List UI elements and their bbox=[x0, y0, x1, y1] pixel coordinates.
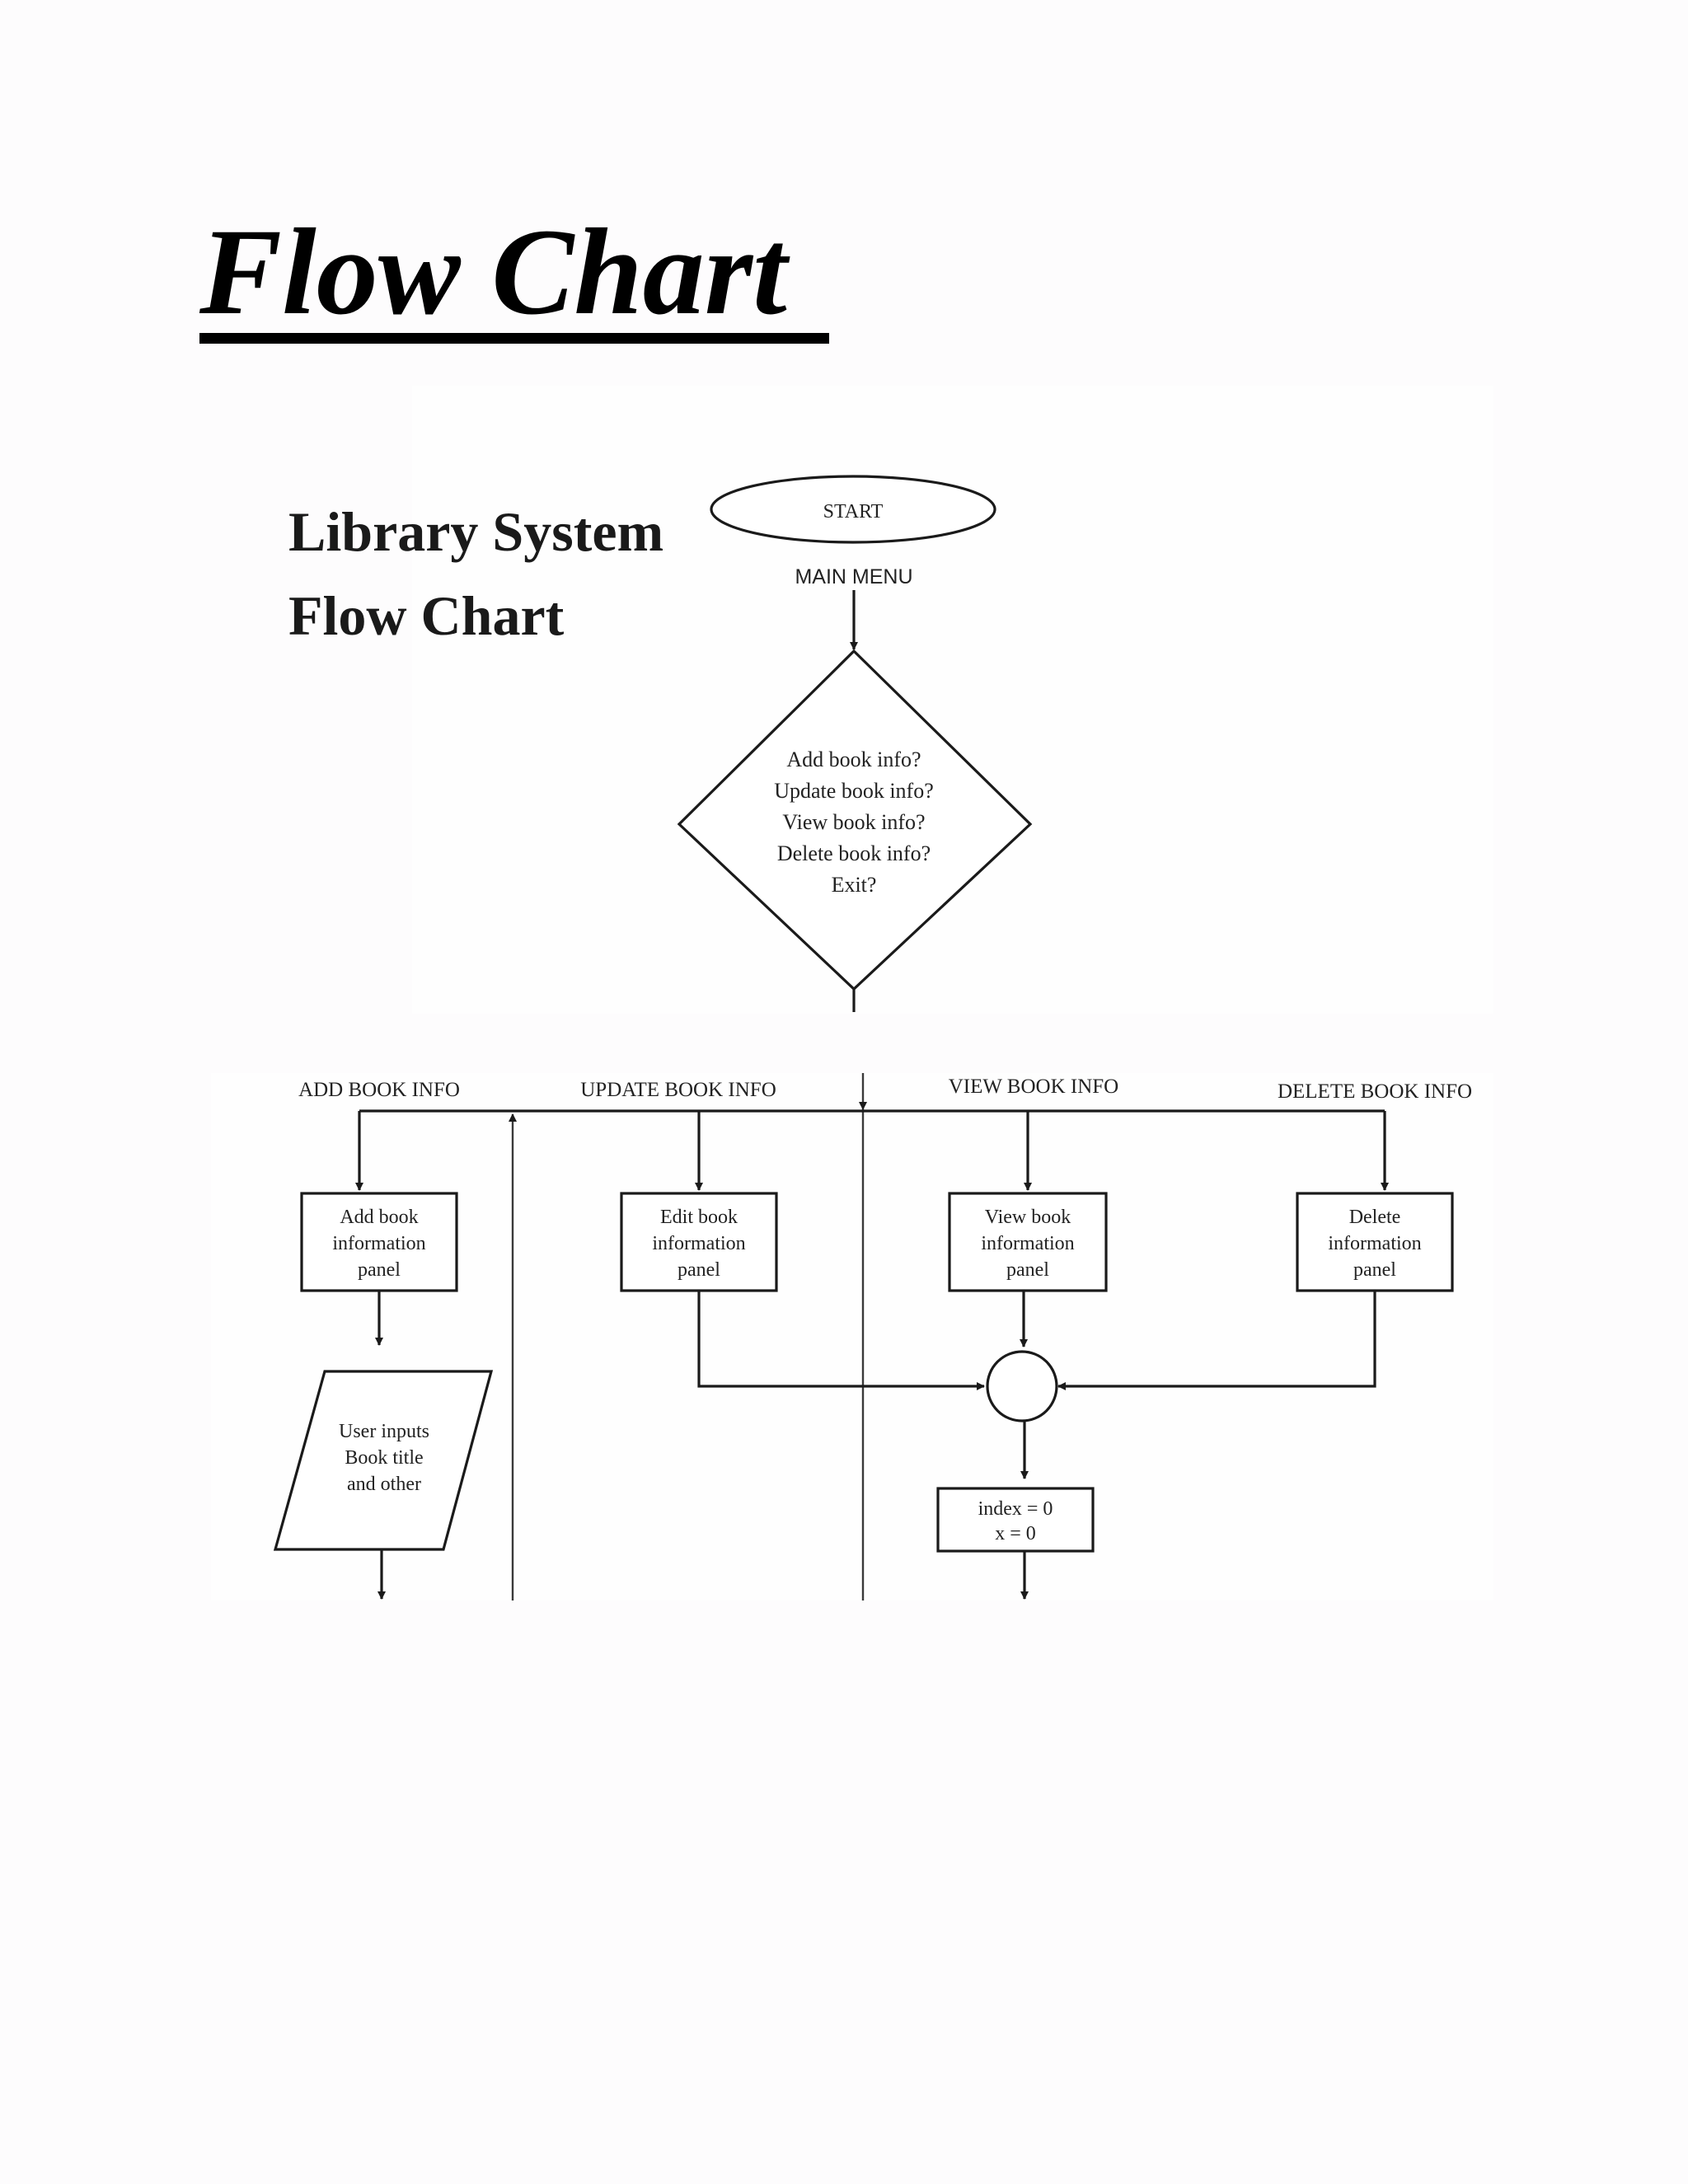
view-book-panel bbox=[948, 1192, 1108, 1292]
view-panel-line-1: View book bbox=[985, 1207, 1071, 1228]
add-panel-line-2: information bbox=[332, 1233, 425, 1254]
init-index-box bbox=[936, 1487, 1095, 1553]
decision-add: Add book info? bbox=[786, 748, 921, 771]
input-line-2: Book title bbox=[345, 1447, 423, 1469]
delete-panel-line-2: information bbox=[1328, 1233, 1421, 1254]
branch-label-view: VIEW BOOK INFO bbox=[949, 1076, 1118, 1098]
edit-panel-line-2: information bbox=[652, 1233, 745, 1254]
add-book-panel bbox=[300, 1192, 458, 1292]
main-menu-label: MAIN MENU bbox=[795, 565, 912, 588]
diagram-title-line-2: Flow Chart bbox=[288, 584, 565, 647]
branch-label-delete: DELETE BOOK INFO bbox=[1278, 1080, 1472, 1103]
add-panel-line-1: Add book bbox=[340, 1207, 418, 1228]
input-line-3: and other bbox=[347, 1474, 421, 1495]
delete-panel-line-3: panel bbox=[1353, 1259, 1396, 1281]
delete-book-panel bbox=[1296, 1192, 1454, 1292]
init-line-2: x = 0 bbox=[995, 1523, 1036, 1544]
decision-delete: Delete book info? bbox=[777, 841, 931, 865]
decision-update: Update book info? bbox=[774, 779, 934, 803]
add-panel-line-3: panel bbox=[358, 1259, 401, 1281]
init-line-1: index = 0 bbox=[978, 1498, 1053, 1520]
page-heading: Flow Chart bbox=[199, 204, 787, 340]
delete-to-junction-connector bbox=[1057, 1291, 1376, 1390]
edit-book-panel bbox=[620, 1192, 778, 1292]
view-panel-line-2: information bbox=[981, 1233, 1074, 1254]
delete-panel-line-1: Delete bbox=[1349, 1207, 1401, 1228]
user-input-parallelogram bbox=[273, 1370, 494, 1551]
edit-panel-line-1: Edit book bbox=[660, 1207, 738, 1228]
start-label: START bbox=[823, 501, 884, 523]
start-terminal bbox=[710, 475, 996, 544]
branch-label-update: UPDATE BOOK INFO bbox=[580, 1079, 776, 1101]
junction-connector-circle bbox=[986, 1350, 1058, 1422]
edit-to-junction-connector bbox=[697, 1291, 985, 1390]
decision-exit: Exit? bbox=[832, 873, 877, 897]
input-line-1: User inputs bbox=[339, 1421, 429, 1442]
heading-underline bbox=[199, 333, 829, 344]
diagram-title-line-1: Library System bbox=[288, 500, 663, 563]
edit-panel-line-3: panel bbox=[678, 1259, 720, 1281]
decision-view: View book info? bbox=[782, 810, 925, 834]
view-panel-line-3: panel bbox=[1006, 1259, 1049, 1281]
branch-label-add: ADD BOOK INFO bbox=[298, 1079, 460, 1101]
